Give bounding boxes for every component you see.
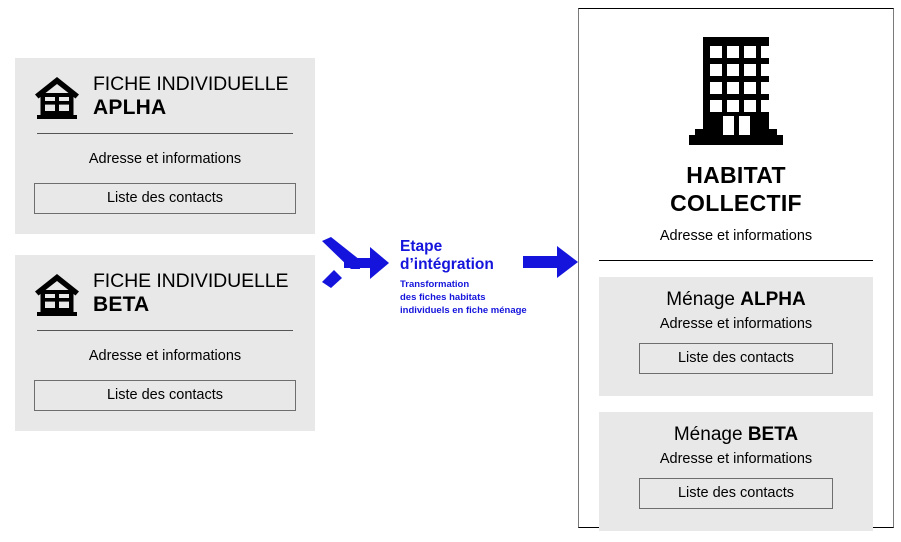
liste-des-contacts-button[interactable]: Liste des contacts	[639, 343, 833, 375]
menage-label: Ménage	[666, 289, 735, 311]
panel-title-line2: COLLECTIF	[670, 189, 802, 216]
integration-step-group: Etape d’intégration Transformation des f…	[320, 232, 578, 337]
card-title: FICHE INDIVIDUELLE BETA	[93, 270, 289, 317]
panel-title-line1: HABITAT	[686, 162, 786, 188]
menage-subtitle: Adresse et informations	[659, 451, 813, 468]
step-desc-line3: individuels en fiche ménage	[400, 304, 527, 316]
merge-arrow-icon	[320, 237, 390, 302]
building-icon-wrapper	[599, 35, 873, 152]
individual-records-column: FICHE INDIVIDUELLE APLHA Adresse et info…	[15, 58, 315, 431]
panel-title: HABITAT COLLECTIF	[599, 162, 873, 217]
card-divider	[37, 330, 293, 331]
menage-title: Ménage ALPHA	[621, 289, 851, 311]
menage-card-beta[interactable]: Ménage BETA Adresse et informations List…	[599, 412, 873, 532]
panel-subtitle: Adresse et informations	[659, 228, 813, 245]
step-title-line2: d’intégration	[400, 255, 494, 273]
step-title: Etape d’intégration	[400, 238, 530, 273]
fiche-individuelle-card-alpha[interactable]: FICHE INDIVIDUELLE APLHA Adresse et info…	[15, 58, 315, 234]
liste-des-contacts-button[interactable]: Liste des contacts	[34, 380, 296, 411]
right-arrow-icon	[523, 245, 579, 284]
menage-card-alpha[interactable]: Ménage ALPHA Adresse et informations Lis…	[599, 277, 873, 397]
step-description: Transformation des fiches habitats indiv…	[400, 279, 530, 317]
step-title-line1: Etape	[400, 238, 443, 255]
building-icon	[681, 37, 791, 151]
card-title: FICHE INDIVIDUELLE APLHA	[93, 73, 289, 120]
card-header: FICHE INDIVIDUELLE APLHA	[34, 73, 296, 120]
liste-des-contacts-button[interactable]: Liste des contacts	[639, 478, 833, 510]
fiche-individuelle-card-beta[interactable]: FICHE INDIVIDUELLE BETA Adresse et infor…	[15, 255, 315, 431]
menage-subtitle: Adresse et informations	[659, 316, 813, 333]
card-header: FICHE INDIVIDUELLE BETA	[34, 270, 296, 317]
step-desc-line2: des fiches habitats	[400, 292, 486, 304]
menage-name: ALPHA	[740, 289, 806, 311]
card-title-line2: BETA	[93, 293, 150, 317]
integration-step-text: Etape d’intégration Transformation des f…	[400, 238, 530, 318]
habitat-collectif-panel[interactable]: HABITAT COLLECTIF Adresse et information…	[578, 8, 894, 532]
menage-label: Ménage	[673, 424, 743, 446]
menage-title: Ménage BETA	[621, 424, 851, 446]
card-title-line1: FICHE INDIVIDUELLE	[93, 73, 289, 96]
card-title-line2: APLHA	[93, 96, 167, 120]
house-icon	[34, 271, 80, 317]
liste-des-contacts-button[interactable]: Liste des contacts	[34, 183, 296, 214]
card-subtitle: Adresse et informations	[88, 348, 242, 364]
panel-divider	[599, 260, 873, 262]
card-title-line1: FICHE INDIVIDUELLE	[93, 270, 289, 293]
menage-name: BETA	[747, 424, 799, 446]
card-subtitle: Adresse et informations	[88, 151, 242, 167]
card-divider	[37, 133, 293, 134]
house-icon	[34, 74, 80, 120]
step-desc-line1: Transformation	[400, 279, 470, 291]
